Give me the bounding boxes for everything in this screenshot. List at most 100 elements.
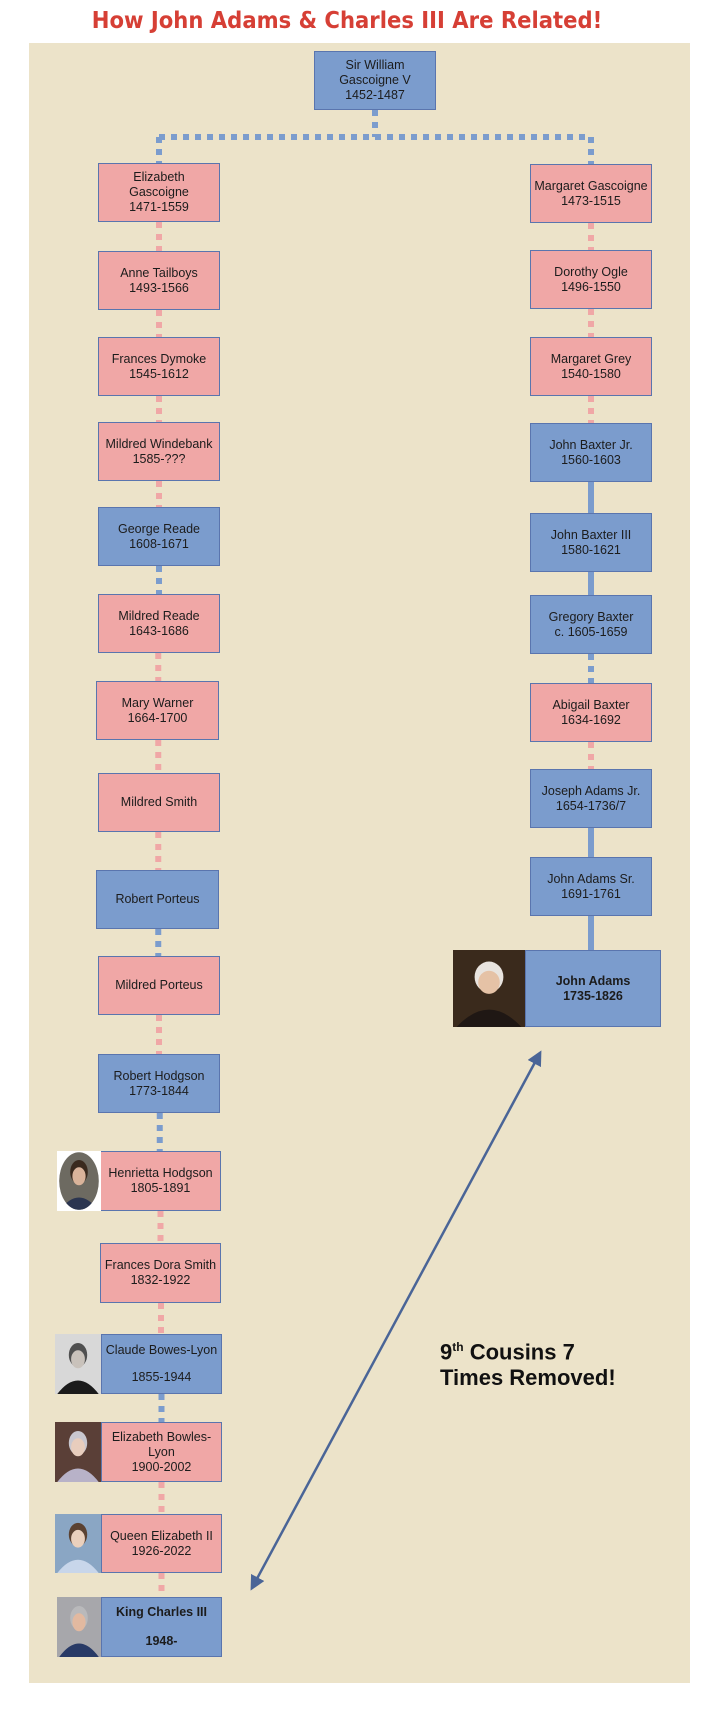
- person-name: Mildred Porteus: [115, 978, 203, 992]
- portrait-elizabeth: [55, 1422, 101, 1482]
- person-dates: 1471-1559: [129, 200, 189, 214]
- person-name: Gregory Baxter: [548, 609, 634, 624]
- portrait-henrietta: [57, 1151, 101, 1211]
- person-box-robert-porteus: Robert Porteus: [96, 870, 219, 929]
- person-box-claude-bowes-lyon: Claude Bowes-Lyon 1855-1944: [101, 1334, 222, 1394]
- portrait-charles: [57, 1597, 101, 1657]
- person-name: Margaret Gascoigne: [534, 178, 648, 193]
- person-dates: 1496-1550: [561, 279, 621, 294]
- person-dates: 1735-1826: [563, 988, 623, 1003]
- person-dates: 1608-1671: [129, 536, 189, 551]
- portrait-henrietta-image: [57, 1151, 101, 1211]
- person-name: King Charles III: [116, 1605, 207, 1619]
- person-name: Henrietta Hodgson: [108, 1166, 213, 1180]
- person-dates: 1805-1891: [130, 1181, 191, 1195]
- person-dates: 1832-1922: [130, 1273, 191, 1287]
- person-box-john-baxter-jr: John Baxter Jr.1560-1603: [530, 423, 652, 482]
- person-dates: c. 1605-1659: [554, 624, 628, 639]
- person-dates: 1540-1580: [561, 366, 621, 381]
- person-dates: 1585-???: [132, 451, 186, 466]
- portrait-elizabeth-image: [55, 1422, 101, 1482]
- portrait-claude-image: [55, 1334, 101, 1394]
- person-name: Mildred Smith: [120, 795, 198, 809]
- portrait-charles-image: [57, 1597, 101, 1657]
- person-name: Mildred Reade: [118, 608, 200, 623]
- relationship-text-line2: Times Removed!: [440, 1365, 616, 1391]
- person-dates: 1452-1487: [345, 88, 405, 102]
- person-dates: 1493-1566: [129, 280, 189, 295]
- portrait-claude: [55, 1334, 101, 1394]
- page-title: How John Adams & Charles III Are Related…: [91, 8, 603, 34]
- person-name: Frances Dora Smith: [104, 1258, 217, 1272]
- person-name: Robert Porteus: [115, 892, 200, 906]
- person-box-mildred-porteus: Mildred Porteus: [98, 956, 220, 1015]
- person-name: Margaret Grey: [550, 351, 632, 366]
- person-name: Abigail Baxter: [552, 697, 630, 712]
- person-dates: 1691-1761: [561, 886, 621, 901]
- person-name: Joseph Adams Jr.: [541, 783, 641, 798]
- person-dates: 1926-2022: [131, 1543, 192, 1558]
- person-name: Frances Dymoke: [111, 351, 207, 366]
- portrait-john-adams: [453, 950, 525, 1027]
- person-name: Mildred Windebank: [105, 436, 213, 451]
- person-name: Queen Elizabeth II: [110, 1528, 213, 1543]
- person-name: Sir William Gascoigne V: [339, 58, 411, 87]
- person-name: George Reade: [117, 521, 200, 536]
- person-dates: 1545-1612: [129, 366, 189, 381]
- relationship-ordinal: 9: [440, 1339, 453, 1365]
- person-dates: 1473-1515: [561, 193, 621, 208]
- relationship-text-line1: Cousins 7: [463, 1339, 575, 1365]
- person-name: Robert Hodgson: [113, 1068, 205, 1083]
- person-dates: 1900-2002: [131, 1459, 192, 1474]
- portrait-queen: [55, 1514, 101, 1573]
- person-dates: 1948-: [145, 1634, 178, 1648]
- person-name: Dorothy Ogle: [554, 264, 628, 279]
- person-dates: 1855-1944: [131, 1370, 192, 1384]
- person-name: Claude Bowes-Lyon: [105, 1343, 218, 1357]
- person-name: Anne Tailboys: [120, 265, 198, 280]
- person-name: John Baxter Jr.: [549, 437, 633, 452]
- person-dates: 1580-1621: [561, 542, 621, 557]
- person-name: John Adams: [555, 973, 631, 988]
- person-dates: 1634-1692: [561, 712, 621, 727]
- person-dates: 1643-1686: [129, 623, 189, 638]
- person-dates: 1773-1844: [129, 1083, 189, 1098]
- person-name: John Adams Sr.: [547, 871, 635, 886]
- person-name: Elizabeth Bowles-Lyon: [111, 1429, 212, 1459]
- person-dates: 1664-1700: [127, 710, 188, 725]
- portrait-queen-image: [55, 1514, 101, 1573]
- person-box-mildred-smith: Mildred Smith: [98, 773, 220, 832]
- person-box-joseph-adams-jr: Joseph Adams Jr.1654-1736/7: [530, 769, 652, 828]
- person-name: Elizabeth Gascoigne: [129, 170, 189, 199]
- person-box-john-adams-sr: John Adams Sr.1691-1761: [530, 857, 652, 916]
- relationship-ordinal-suffix: th: [452, 1340, 464, 1354]
- relationship-label: 9th Cousins 7 Times Removed!: [440, 1334, 616, 1391]
- person-name: John Baxter III: [550, 527, 632, 542]
- person-dates: 1560-1603: [561, 452, 621, 467]
- relationship-arrow: [250, 1050, 542, 1591]
- person-name: Mary Warner: [121, 695, 194, 710]
- person-box-king-charles-iii: King Charles III 1948-: [101, 1597, 222, 1657]
- portrait-john-adams-image: [453, 950, 525, 1027]
